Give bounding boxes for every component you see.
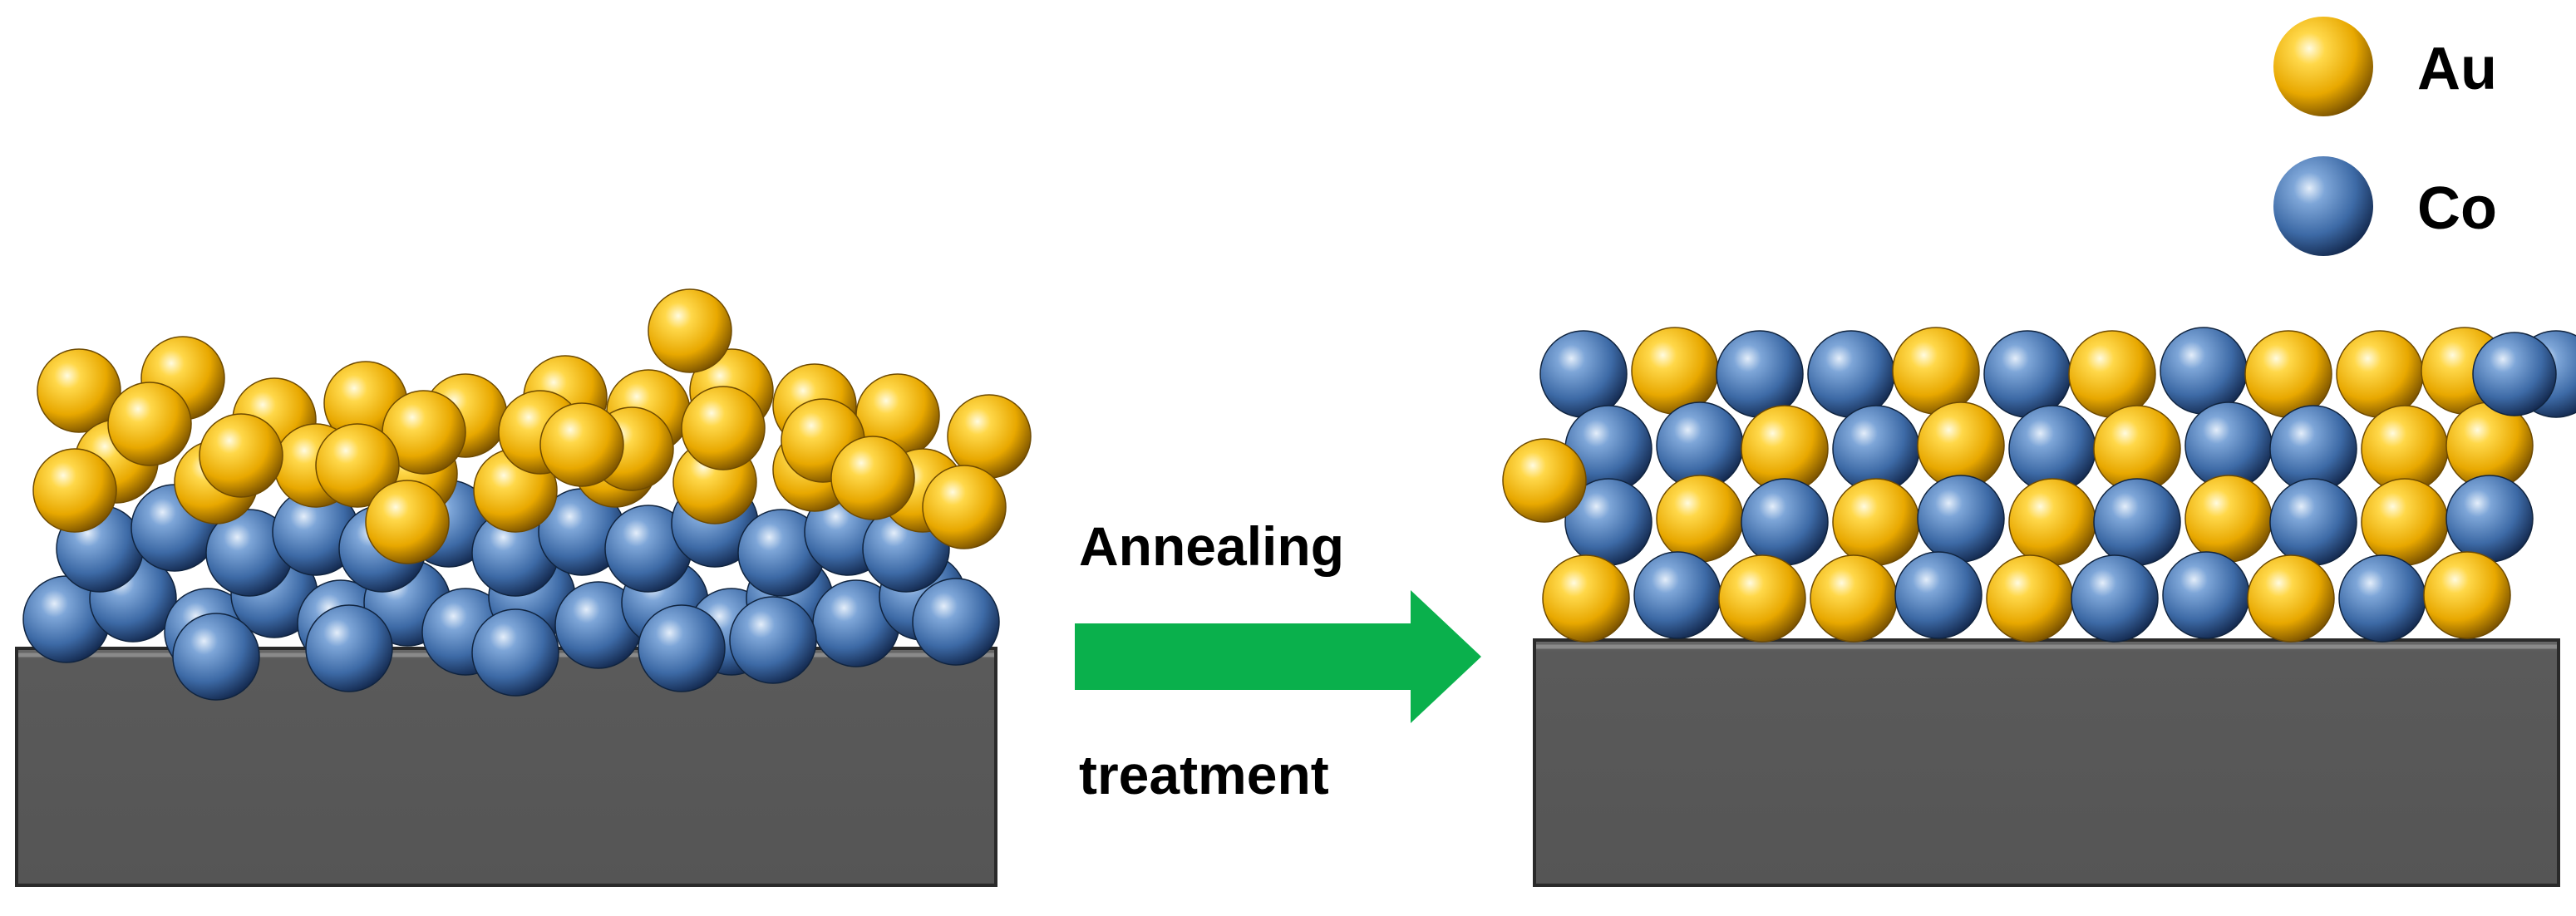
process-label-line2: treatment bbox=[1079, 744, 1329, 805]
cobalt-atom bbox=[1633, 551, 1721, 639]
legend-item-co: Co bbox=[2273, 156, 2497, 256]
gold-atom bbox=[1502, 438, 1587, 523]
cobalt-atom bbox=[912, 578, 1000, 666]
gold-atom bbox=[365, 480, 450, 564]
cobalt-atom bbox=[1894, 551, 1982, 639]
cobalt-atom bbox=[2445, 475, 2534, 563]
legend: Au Co bbox=[2273, 17, 2497, 256]
cobalt-atom bbox=[1539, 330, 1628, 418]
gold-atom bbox=[1542, 554, 1630, 643]
cobalt-atom bbox=[1983, 330, 2071, 418]
gold-atom bbox=[32, 448, 117, 533]
cobalt-atom bbox=[172, 613, 260, 701]
gold-atom bbox=[830, 436, 915, 520]
gold-atom bbox=[2336, 330, 2424, 418]
cobalt-atom bbox=[2472, 332, 2557, 416]
gold-atom bbox=[922, 465, 1007, 549]
gold-atom bbox=[2008, 478, 2096, 566]
legend-item-au: Au bbox=[2273, 17, 2497, 116]
gold-atom bbox=[1892, 327, 1980, 415]
cobalt-atom bbox=[729, 596, 817, 684]
cobalt-atom bbox=[2162, 551, 2250, 639]
cobalt-atom bbox=[2338, 554, 2426, 643]
process-arrow bbox=[1075, 590, 1481, 723]
gold-atom bbox=[2068, 330, 2156, 418]
cobalt-atom bbox=[305, 604, 393, 692]
cobalt-atom bbox=[2160, 327, 2248, 415]
gold-atom-icon bbox=[2273, 17, 2373, 116]
unannealed-film bbox=[22, 288, 1032, 701]
cobalt-atom bbox=[1716, 330, 1804, 418]
annealed-film bbox=[1502, 327, 2576, 643]
gold-atom bbox=[1631, 327, 1719, 415]
legend-label-co: Co bbox=[2417, 175, 2497, 242]
gold-atom bbox=[315, 423, 400, 508]
gold-atom bbox=[1656, 475, 1744, 563]
gold-atom bbox=[2244, 330, 2332, 418]
gold-atom bbox=[681, 386, 766, 470]
gold-atom bbox=[1986, 554, 2074, 643]
gold-atom bbox=[37, 348, 121, 433]
cobalt-atom bbox=[471, 608, 559, 697]
gold-atom bbox=[648, 288, 732, 373]
gold-atom bbox=[2361, 478, 2449, 566]
cobalt-atom bbox=[1917, 475, 2005, 563]
process-label-line1: Annealing bbox=[1079, 515, 1344, 577]
cobalt-atom bbox=[638, 604, 726, 692]
gold-atom bbox=[1810, 554, 1898, 643]
gold-atom bbox=[539, 402, 624, 487]
gold-atom bbox=[1718, 554, 1806, 643]
cobalt-atom bbox=[1807, 330, 1895, 418]
gold-atom bbox=[199, 413, 283, 498]
gold-atom bbox=[107, 382, 192, 466]
gold-atom bbox=[1832, 478, 1920, 566]
right-substrate bbox=[1533, 638, 2560, 887]
cobalt-atom bbox=[2071, 554, 2159, 643]
cobalt-atom bbox=[2093, 478, 2181, 566]
gold-atom bbox=[2247, 554, 2335, 643]
cobalt-atom-icon bbox=[2273, 156, 2373, 256]
gold-atom bbox=[2184, 475, 2273, 563]
cobalt-atom bbox=[2269, 478, 2357, 566]
legend-label-au: Au bbox=[2417, 36, 2497, 102]
gold-atom bbox=[2423, 551, 2511, 639]
cobalt-atom bbox=[1741, 478, 1829, 566]
